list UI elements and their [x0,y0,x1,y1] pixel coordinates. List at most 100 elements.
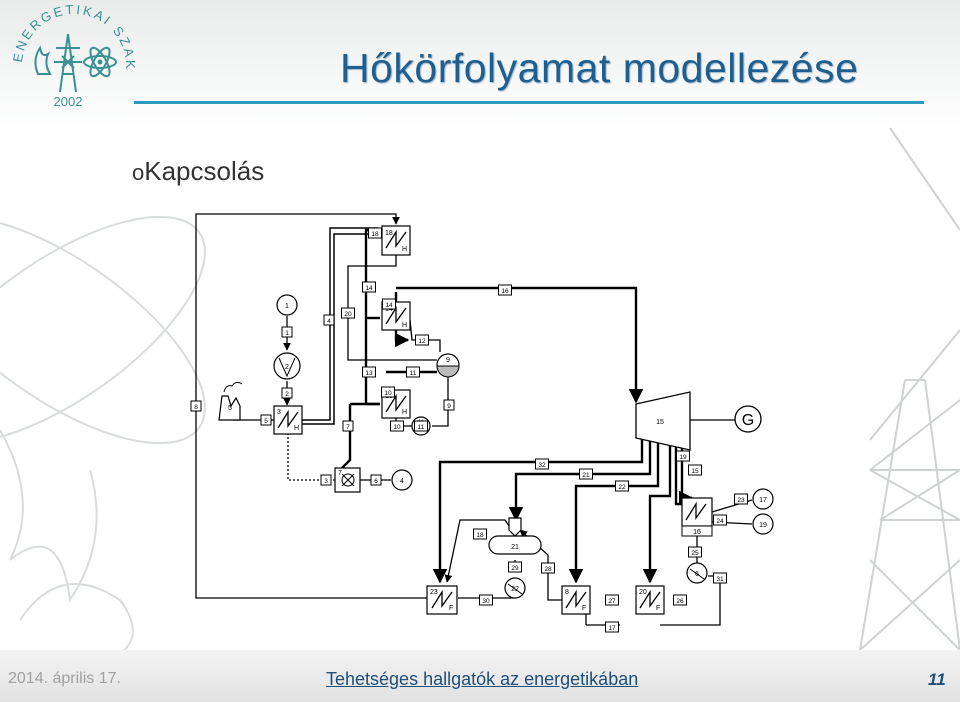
stream-tag-box [320,474,332,486]
svg-text:22: 22 [511,586,519,593]
svg-text:6: 6 [695,571,699,578]
svg-text:5: 5 [228,405,232,412]
svg-text:F: F [656,605,660,612]
stream-tag-label: 26 [676,598,684,605]
stream-tag-label: 5 [264,418,268,425]
stream-tag-box [443,399,455,411]
deaerator-9: 9 [436,353,460,378]
stream-tag-box [281,326,293,338]
stream-tag-label: 19 [679,454,687,461]
source-1 [276,294,298,316]
source-17-id: 17 [759,497,767,504]
stream-tag-label: 6 [374,478,378,485]
stream-tag-label: 31 [716,576,724,583]
pump-22: 22 [504,577,526,599]
stream-tag-label: 15 [691,468,699,475]
footer-tagline: Tehetséges hallgatók az energetikában [326,669,639,689]
stream-tag-box [535,458,549,470]
stream-tag-box [508,561,522,573]
stream-tag-label: 11 [418,424,425,431]
svg-text:F: F [582,605,586,612]
pump-2: 2 [273,352,301,380]
stream-tag-label: 28 [544,566,552,573]
stream-tag-box [362,281,376,293]
svg-text:H: H [402,322,407,329]
source-1-id: 1 [285,303,289,310]
svg-text:F: F [449,605,453,612]
stream-tag-label: 12 [418,338,426,345]
stream-tag-label: 10 [384,390,392,397]
generator: G [734,405,762,433]
stream-tag-box [688,546,702,558]
stream-tag-box [579,468,593,480]
stream-tag-label: 18 [371,231,379,238]
stream-tag-label: 17 [608,625,616,632]
bullet-marker: o [132,160,145,185]
stream-tag-label: 3 [324,478,328,485]
stream-tag-label: 14 [385,302,393,309]
stream-tag-box [368,227,382,239]
stream-tag-box [734,493,748,505]
condenser-16: 16 [681,497,713,537]
stream-tag-box [362,366,376,378]
stream-tag-box [390,420,404,432]
slide-title: Hőkörfolyamat modellezése [340,45,859,91]
footer-date: 2014. április 17. [8,670,121,687]
stream-tag-label: 18 [476,532,484,539]
stream-tag-label: 20 [344,311,352,318]
stream-tag-box [676,450,690,462]
stream-tag-box [260,414,272,426]
heat-exchanger-23: 23 F [426,585,458,615]
svg-text:18: 18 [385,230,393,237]
stream-tag-label: 1 [285,330,289,337]
svg-text:G: G [742,412,754,429]
stream-tag-label: 23 [737,497,745,504]
stream-tag-box [605,594,619,606]
stream-tag-label: 14 [365,285,373,292]
stream-tag-box [281,387,293,399]
svg-text:23: 23 [430,589,438,596]
stream-tag-label: 4 [327,318,331,325]
stream-tag-box [190,400,202,412]
stream-tag-box [615,480,629,492]
stream-tag-box [541,562,555,574]
svg-text:7: 7 [338,470,342,477]
stream-tag-label: 9 [447,403,451,410]
stream-tag-box [713,514,727,526]
drum-21: 21 [488,517,542,555]
stream-tag-box [473,528,487,540]
source-4 [391,469,413,491]
svg-text:21: 21 [511,544,519,551]
stream-tag-label: 24 [716,518,724,525]
svg-text:H: H [402,246,407,253]
stream-tag-box [713,572,727,584]
stream-tag-box [414,420,428,432]
stream-tag-box [605,621,619,633]
preheater-18: 18 H [381,225,411,256]
mixer-7: 7 [334,467,361,493]
stream-tag-box [688,464,702,476]
stream-tag-box [498,284,512,296]
stream-tag-label: 21 [582,472,590,479]
stream-tag-label: 25 [691,550,699,557]
source-17 [752,488,774,510]
stream-tag-box [381,386,395,398]
boiler-heat-exchanger-3: 3 H [273,405,303,435]
heat-exchanger-20: 20 F [635,585,665,615]
stream-tag-box [342,420,354,432]
stream-tag-label: 29 [511,565,519,572]
stream-tag-label: 27 [608,598,616,605]
stream-tag-label: 7 [346,424,350,431]
stream-tag-box [406,366,420,378]
logo-year: 2002 [54,94,83,109]
stream-tag-box [415,334,429,346]
footer-bar [0,650,960,702]
title-underline [134,101,924,104]
heat-exchanger-8: 8 F [561,585,591,615]
stream-tag-box [341,307,355,319]
stream-tag-box [479,594,493,606]
stream-tag-box [370,474,382,486]
stream-tag-label: 10 [393,424,401,431]
